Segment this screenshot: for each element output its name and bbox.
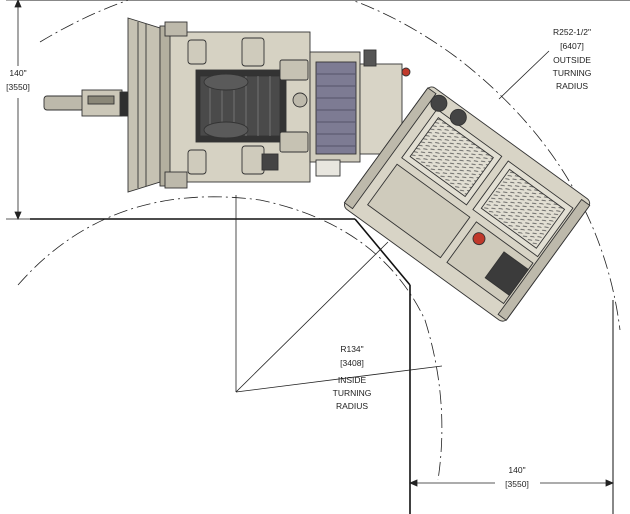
front-blade	[127, 17, 175, 193]
articulation-joint	[309, 49, 411, 177]
bottom-width-metric: [3550]	[505, 479, 529, 489]
inside-radius-imperial: R134"	[340, 344, 363, 354]
bottom-dimension	[408, 479, 615, 487]
corridor-inner-edge	[354, 218, 411, 286]
outside-radius-line-3: RADIUS	[556, 81, 588, 91]
inside-radius-line-1: INSIDE	[338, 375, 367, 385]
corridor-walls	[18, 0, 630, 514]
front-chassis	[164, 21, 311, 189]
outside-radius-metric: [6407]	[560, 41, 584, 51]
turning-arcs	[17, 0, 621, 481]
outside-turning-arc	[39, 0, 621, 331]
rear-body	[343, 86, 591, 322]
inside-radius-line-3	[235, 365, 443, 393]
inside-radius-line-2: TURNING	[333, 388, 372, 398]
radius-leaders	[235, 50, 550, 393]
left-width-metric: [3550]	[6, 82, 30, 92]
outside-radius-line-1: OUTSIDE	[553, 55, 591, 65]
outside-radius-leader	[498, 50, 550, 100]
left-dimension	[6, 0, 30, 221]
outside-radius-line-2: TURNING	[553, 68, 592, 78]
outside-radius-imperial: R252-1/2"	[553, 27, 591, 37]
inside-radius-line-3: RADIUS	[336, 401, 368, 411]
mining-machine	[43, 17, 591, 322]
bottom-width-imperial: 140"	[508, 465, 525, 475]
inside-turning-arc	[17, 196, 443, 481]
left-width-imperial: 140"	[9, 68, 26, 78]
inside-radius-line-2	[235, 241, 389, 393]
inside-radius-metric: [3408]	[340, 358, 364, 368]
